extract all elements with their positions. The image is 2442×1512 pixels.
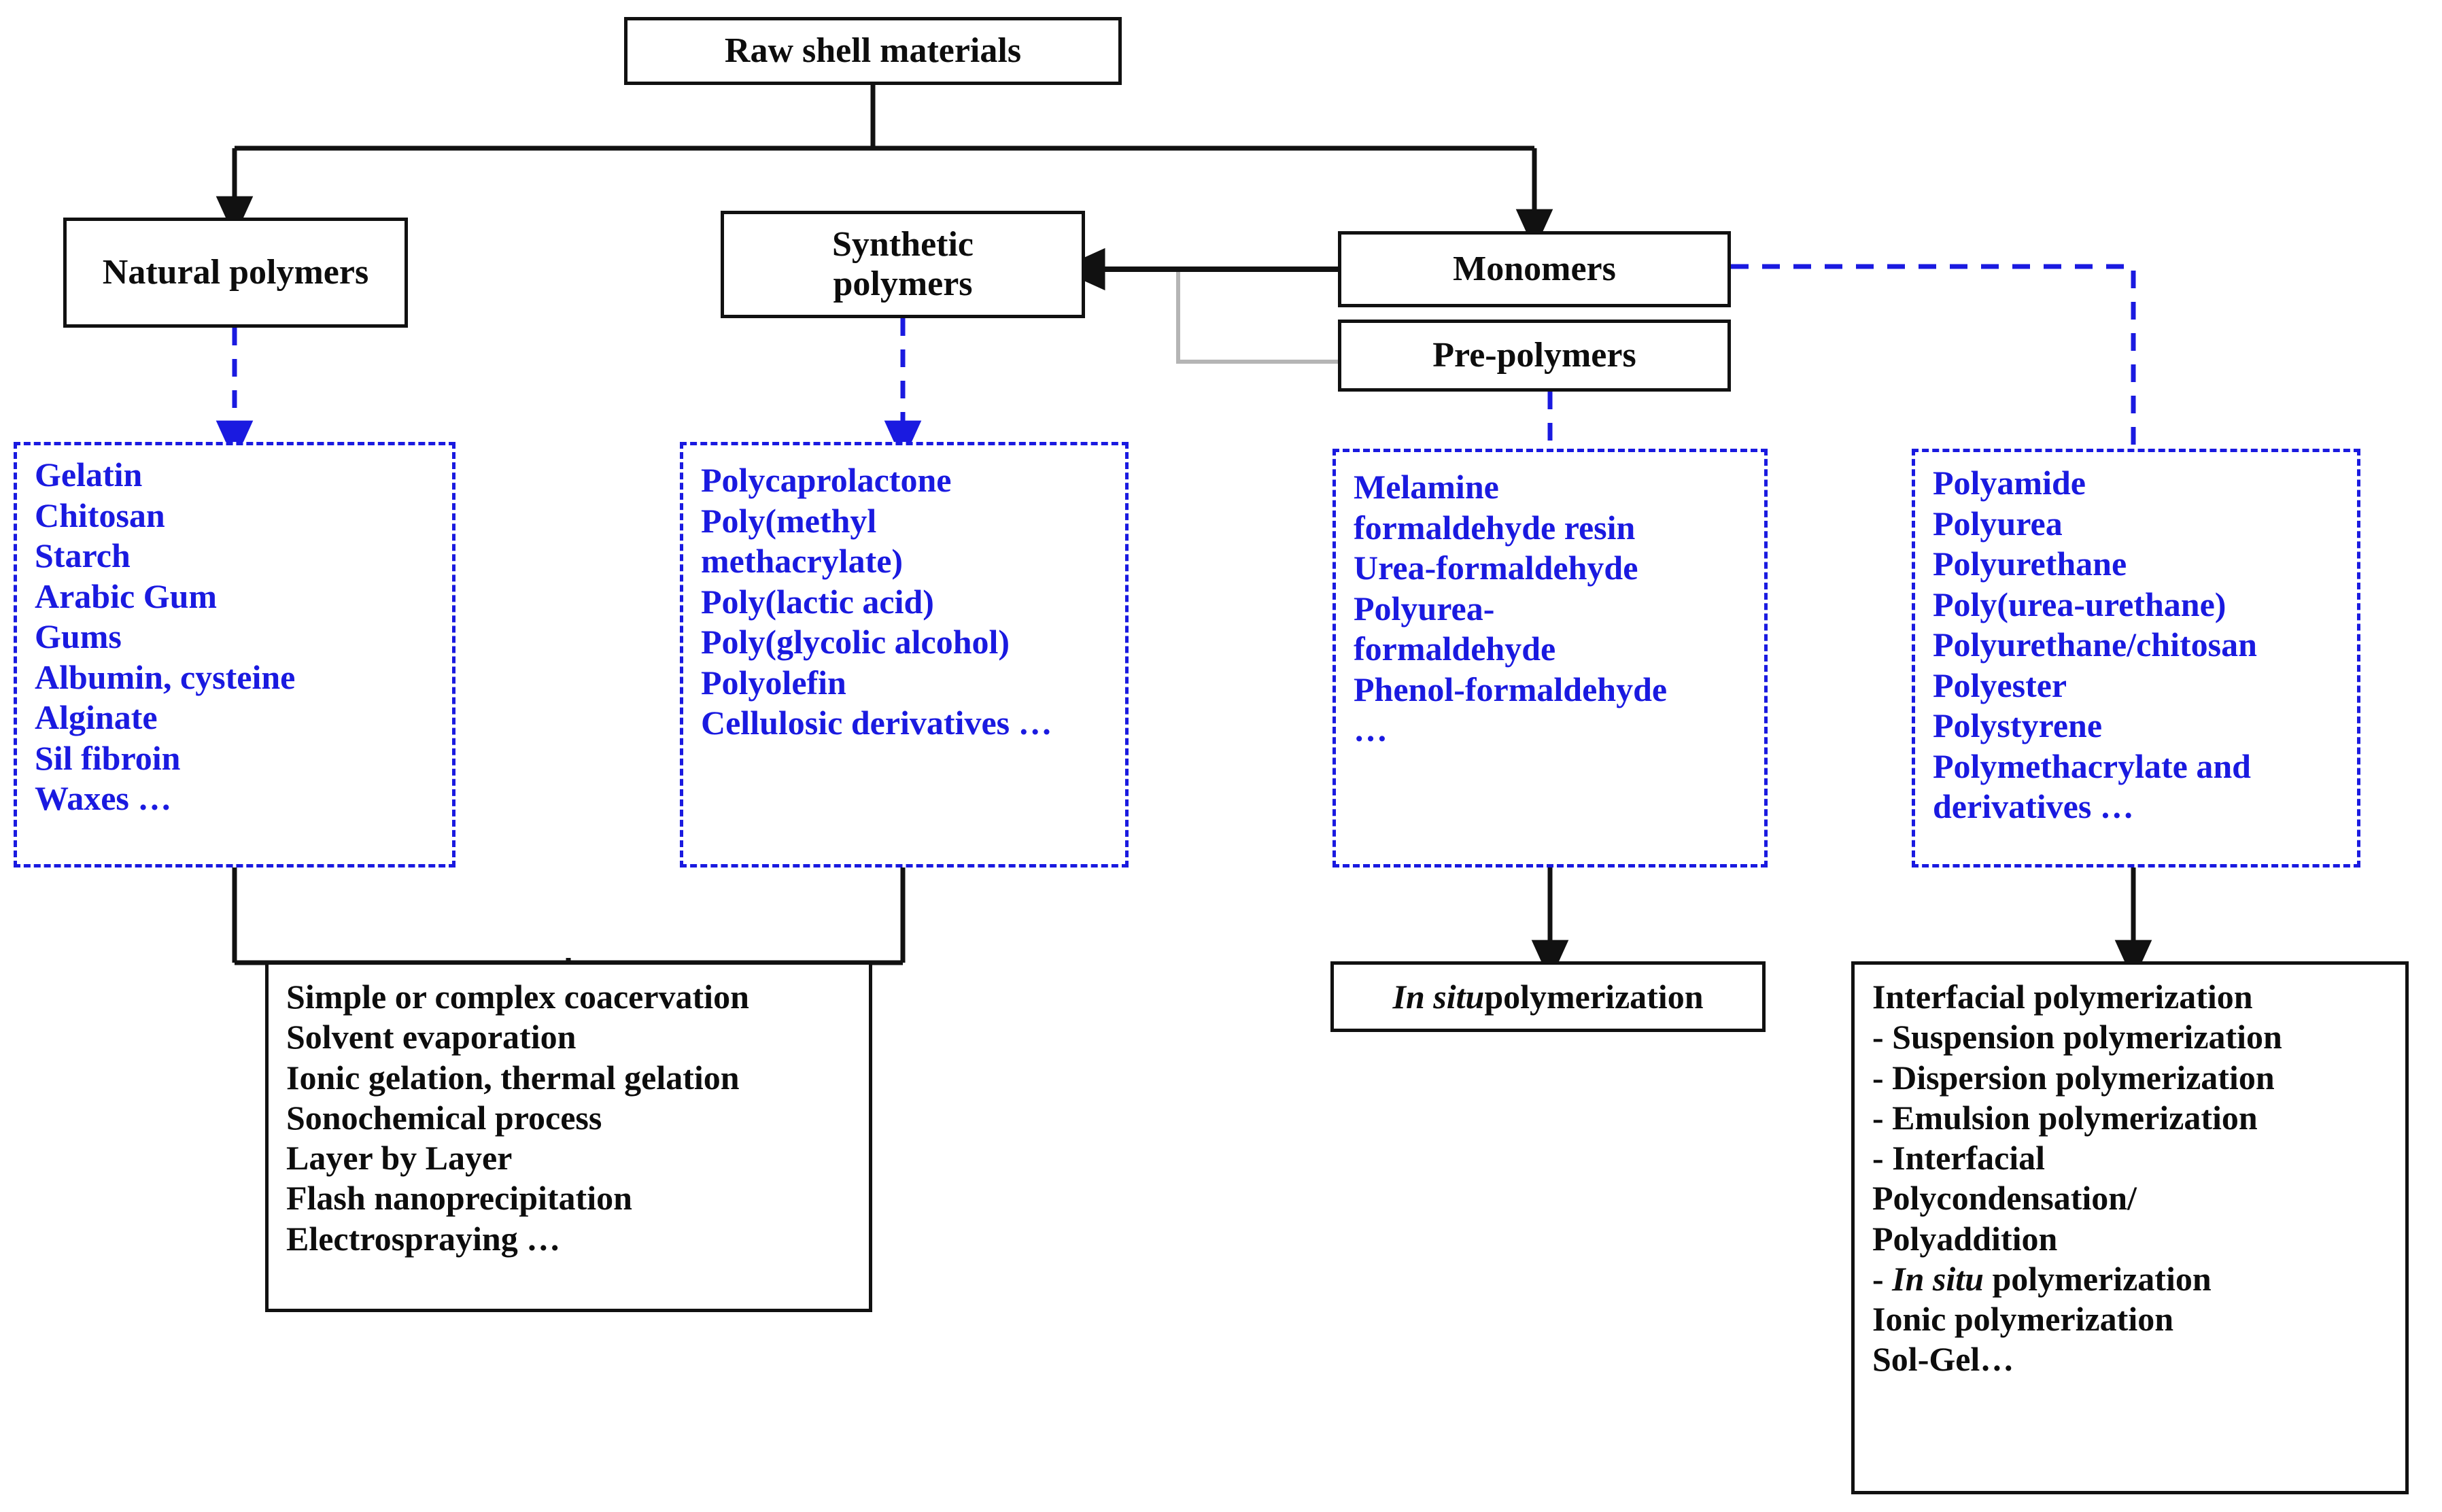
list-item: Sil fibroin [35,738,181,777]
list-item: - Interfacial [1872,1139,2046,1177]
list-item: Polyaddition [1872,1219,2058,1258]
list-item-in-situ: - In situ polymerization [1872,1259,2390,1299]
in-situ-rest: polymerization [1484,978,1704,1016]
list-item: methacrylate) [701,542,904,580]
wire-lists-to-process-left [232,867,906,965]
list-item: Polystyrene [1933,706,2103,744]
node-monomers[interactable]: Monomers [1338,231,1731,307]
list-synthetic-polymers[interactable]: Polycaprolactone Poly(methyl methacrylat… [680,442,1129,867]
list-item: formaldehyde [1354,630,1556,668]
list-item: Phenol-formaldehyde [1354,670,1668,708]
list-item: Albumin, cysteine [35,657,296,696]
list-item: Polycondensation/ [1872,1179,2137,1218]
synthetic-list-lines: Polycaprolactone Poly(methyl methacrylat… [683,445,1125,751]
list-item: Sonochemical process [286,1098,602,1137]
list-item: Sol-Gel… [1872,1340,2014,1379]
list-item: Solvent evaporation [286,1018,577,1056]
pre-polymers-label: Pre-polymers [1432,335,1636,375]
monomers-label: Monomers [1453,249,1616,288]
list-item: formaldehyde resin [1354,508,1636,547]
list-item: Ionic gelation, thermal gelation [286,1058,740,1097]
list-item: Polyolefin [701,663,846,702]
in-situ-italic: In situ [1892,1259,1984,1298]
list-item: Urea-formaldehyde [1354,549,1638,587]
list-item: Polyurea [1933,504,2063,543]
node-raw-shell-materials[interactable]: Raw shell materials [624,17,1122,85]
list-item: Chitosan [35,496,165,534]
list-item: Arabic Gum [35,577,218,615]
list-item: derivatives … [1933,787,2134,825]
list-prepolymer-products[interactable]: Polyamide Polyurea Polyurethane Poly(ure… [1912,449,2360,867]
list-item: Layer by Layer [286,1139,513,1177]
list-item: Gums [35,617,122,655]
list-item: - Emulsion polymerization [1872,1098,2258,1137]
list-item: Poly(urea-urethane) [1933,585,2226,623]
in-situ-prefix: - [1872,1259,1893,1298]
list-item: Waxes … [35,779,172,817]
node-natural-polymers[interactable]: Natural polymers [63,218,408,328]
list-item: … [1354,710,1388,749]
monomer-list-lines: Melamine formaldehyde resin Urea-formald… [1336,452,1764,757]
list-item: Interfacial polymerization [1872,978,2253,1016]
list-item: - Dispersion polymerization [1872,1058,2275,1097]
list-item: Polyurea- [1354,589,1495,628]
list-item: Flash nanoprecipitation [286,1179,632,1218]
list-item: Poly(lactic acid) [701,582,934,621]
list-item: Simple or complex coacervation [286,978,749,1016]
list-item: Poly(glycolic alcohol) [701,623,1010,661]
node-pre-polymers[interactable]: Pre-polymers [1338,320,1731,392]
list-item: Polyester [1933,666,2067,704]
list-monomer-resins[interactable]: Melamine formaldehyde resin Urea-formald… [1332,449,1768,867]
prepolymer-list-lines: Polyamide Polyurea Polyurethane Poly(ure… [1915,452,2357,834]
box-in-situ-polymerization[interactable]: In situ polymerization [1330,961,1766,1032]
list-item: Polymethacrylate and [1933,746,2251,785]
in-situ-rest: polymerization [1983,1259,2212,1298]
box-process-left[interactable]: Simple or complex coacervation Solvent e… [265,961,872,1312]
list-natural-polymers[interactable]: Gelatin Chitosan Starch Arabic Gum Gums … [14,442,455,867]
list-item: Poly(methyl [701,501,877,540]
synthetic-polymers-label-line2: polymers [833,264,973,303]
wire-monomers-to-polyamide-list [1731,264,2152,490]
list-item: Polyurethane [1933,545,2127,583]
process-left-lines: Simple or complex coacervation Solvent e… [269,965,869,1266]
wire-raw-to-bus [235,83,1534,151]
list-item: Polyurethane/chitosan [1933,625,2257,664]
wire-prepolymers-to-synthetic [1176,272,1338,364]
list-item: Gelatin [35,456,143,494]
list-item: Polyamide [1933,464,2086,502]
list-item: Melamine [1354,468,1499,506]
list-item: Cellulosic derivatives … [701,704,1052,742]
list-item: Polycaprolactone [701,461,952,499]
list-item: Alginate [35,698,158,736]
box-process-right[interactable]: Interfacial polymerization - Suspension … [1851,961,2409,1494]
natural-list-lines: Gelatin Chitosan Starch Arabic Gum Gums … [17,445,452,826]
list-item: - Suspension polymerization [1872,1018,2282,1056]
natural-polymers-label: Natural polymers [102,252,369,292]
synthetic-polymers-label-line1: Synthetic [832,224,974,264]
list-item: Ionic polymerization [1872,1300,2174,1338]
list-item: Starch [35,536,131,574]
in-situ-italic: In situ [1392,978,1485,1016]
raw-shell-materials-label: Raw shell materials [724,31,1022,70]
process-right-lines: Interfacial polymerization - Suspension … [1855,965,2405,1387]
list-item: Electrospraying … [286,1219,561,1258]
node-synthetic-polymers[interactable]: Synthetic polymers [721,211,1085,318]
